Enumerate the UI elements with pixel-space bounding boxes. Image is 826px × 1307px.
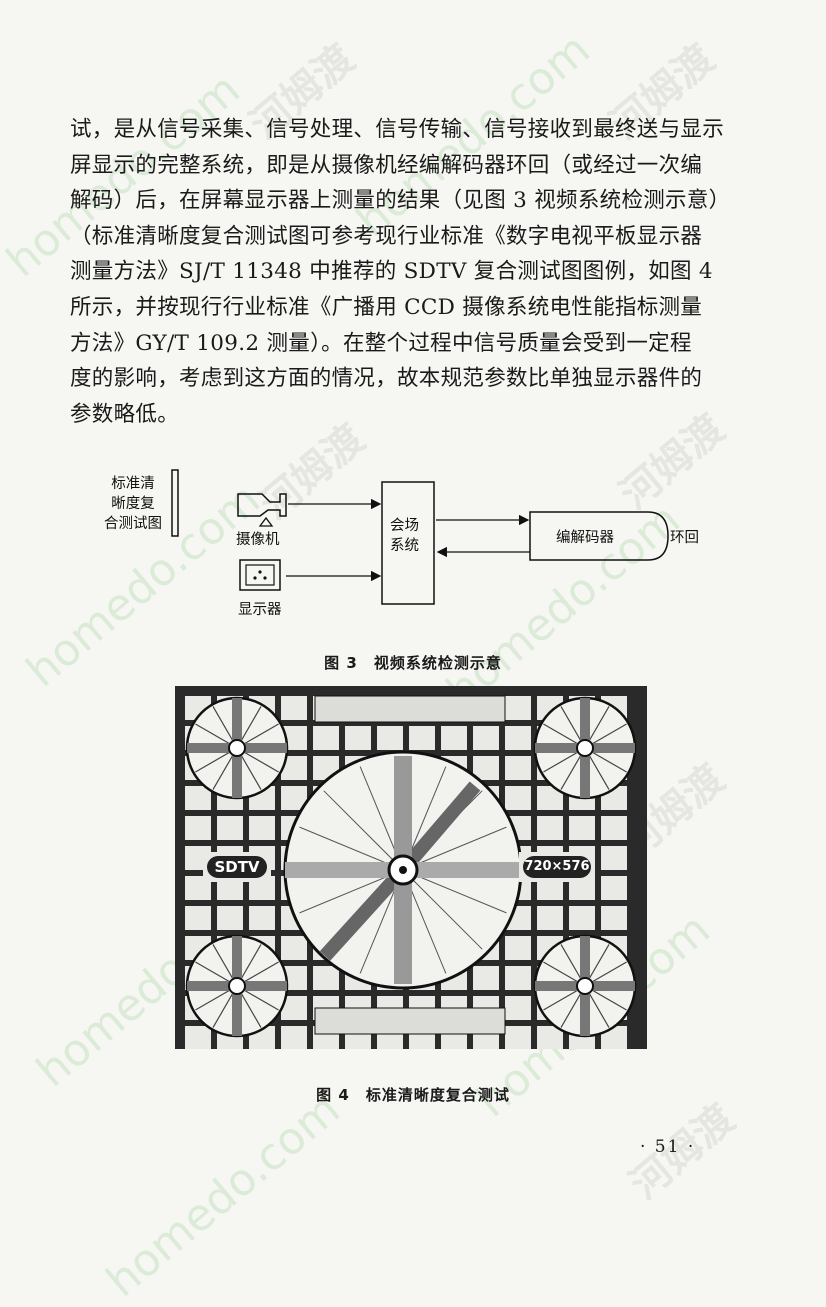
codec-box [529,511,669,561]
corner-target [576,739,594,757]
diagonal-bar [319,865,409,961]
figure-4-test-chart: SDTV 720×576 [175,686,647,1050]
diagram-lines [171,469,669,605]
figure-3-caption: 图 3 视频系统检测示意 [324,654,502,672]
paragraph-line: 所示，并按现行行业标准《广播用 CCD 摄像系统电性能指标测量 [70,294,703,320]
paragraph-line: 试，是从信号采集、信号处理、信号传输、信号接收到最终送与显示 [70,117,725,142]
paragraph-line: （标准清晰度复合测试图可参考现行业标准《数字电视平板显示器 [70,223,703,249]
diagonal-bar [397,781,481,875]
grid-cell [505,696,531,720]
grid-cell [569,906,595,930]
top-gray-bar [314,695,506,723]
venue-system-label-line: 会场 [390,518,419,534]
figure-4-caption: 图 4 标准清晰度复合测试 [316,1086,510,1104]
venue-system-box [381,481,435,605]
resolution-wedge [402,869,483,950]
test-chart-label: 标准清 晰度复 合测试图 [98,474,168,534]
paragraph-line: 测量方法》SJ/T 11348 中推荐的 SDTV 复合测试图图例，如图 4 [70,259,713,285]
venue-system-label-line: 系统 [390,538,419,554]
grid-cell [505,1026,531,1050]
center-dot [399,866,407,874]
corner-target [576,977,594,995]
codec-label: 编解码器 [556,530,614,546]
grid-cell [281,936,307,960]
grid-cell [217,816,243,840]
grid-cell [505,996,531,1020]
grid-cell [313,966,339,990]
grid-cell [505,786,531,810]
grid-cell [217,906,243,930]
grid-cell [505,966,531,990]
paragraph-line: 参数略低。 [70,401,180,427]
grid-cell [249,816,275,840]
resolution-badge: 720×576 [523,856,591,878]
sdtv-badge: SDTV [207,856,267,878]
camera-label: 摄像机 [236,532,280,548]
corner-target [228,977,246,995]
loopback-label: 环回 [670,530,699,546]
grid-cell [377,726,403,750]
grid-cell [185,906,211,930]
grid-cell [601,906,627,930]
paragraph-line: 解码）后，在屏幕显示器上测量的结果（见图 3 视频系统检测示意） [70,188,731,214]
grid-cell [249,906,275,930]
paragraph-line: 屏显示的完整系统，即是从摄像机经编解码器环回（或经过一次编 [70,152,703,178]
grid-cell [537,906,563,930]
grid-cell [185,786,211,810]
grid-cell [409,726,435,750]
figure-3-diagram: 标准清 晰度复 合测试图 摄像机 显示器 会场 系统 编解码器 环回 [90,460,730,630]
paragraph-line: 度的影响，考虑到这方面的情况，故本规范参数比单独显示器件的 [70,366,703,392]
grid-cell [345,726,371,750]
resolution-wedge [323,790,404,871]
monitor-label: 显示器 [238,602,282,618]
grid-cell [505,936,531,960]
grid-cell [185,816,211,840]
page-number: · 51 · [640,1137,696,1157]
grid-cell [281,696,307,720]
grid-cell [313,726,339,750]
grid-cell [473,756,499,780]
body-paragraph: 试，是从信号采集、信号处理、信号传输、信号接收到最终送与显示 屏显示的完整系统，… [70,112,731,432]
grid-cell [441,726,467,750]
test-chart-card [171,469,179,537]
grid-cell [185,1026,211,1050]
venue-system-label: 会场 系统 [390,516,419,556]
test-chart-label-line: 标准清 [111,476,155,492]
corner-target [228,739,246,757]
watermark-text: homedo.com [97,1083,350,1307]
monitor-icon [239,559,281,591]
grid-cell [473,726,499,750]
grid-cell [505,726,531,750]
test-chart-label-line: 晰度复 [111,496,155,512]
grid-cell [281,1026,307,1050]
camera-icon [237,493,287,527]
grid-cell [601,876,627,900]
grid-cell [537,1026,563,1050]
grid-cell [601,846,627,870]
test-chart-label-line: 合测试图 [104,516,162,532]
paragraph-line: 方法》GY/T 109.2 测量）。在整个过程中信号质量会受到一定程 [70,330,692,356]
grid-cell [473,966,499,990]
grid-cell [537,816,563,840]
test-chart-graphic [175,686,647,1050]
bottom-gray-bar [314,1007,506,1035]
grid-cell [601,816,627,840]
grid-cell [569,816,595,840]
grid-cell [505,756,531,780]
